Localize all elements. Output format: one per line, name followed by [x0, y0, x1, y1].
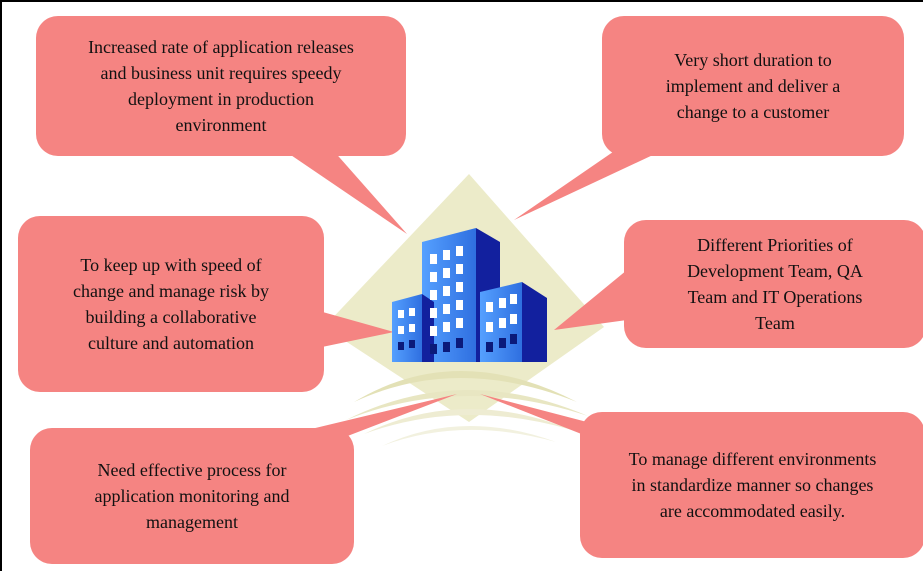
- callout-short-duration-text: Very short duration to implement and del…: [665, 50, 841, 122]
- callout-environments-text: To manage different environments in stan…: [628, 449, 877, 521]
- swoosh-graphic: [346, 371, 588, 446]
- callout-monitoring: Need effective process for application m…: [30, 428, 354, 564]
- callout-team-priorities: Different Priorities of Development Team…: [624, 220, 923, 348]
- callout-short-duration: Very short duration to implement and del…: [602, 16, 904, 156]
- callout-release-rate-text: Increased rate of application releases a…: [88, 37, 354, 135]
- office-buildings-icon: [392, 228, 547, 362]
- callout-monitoring-text: Need effective process for application m…: [94, 460, 290, 532]
- callout-collaborative-culture: To keep up with speed of change and mana…: [18, 216, 324, 392]
- callout-team-priorities-text: Different Priorities of Development Team…: [687, 235, 863, 333]
- callout-environments: To manage different environments in stan…: [580, 412, 923, 558]
- callout-collaborative-culture-text: To keep up with speed of change and mana…: [73, 255, 269, 353]
- callout-release-rate: Increased rate of application releases a…: [36, 16, 406, 156]
